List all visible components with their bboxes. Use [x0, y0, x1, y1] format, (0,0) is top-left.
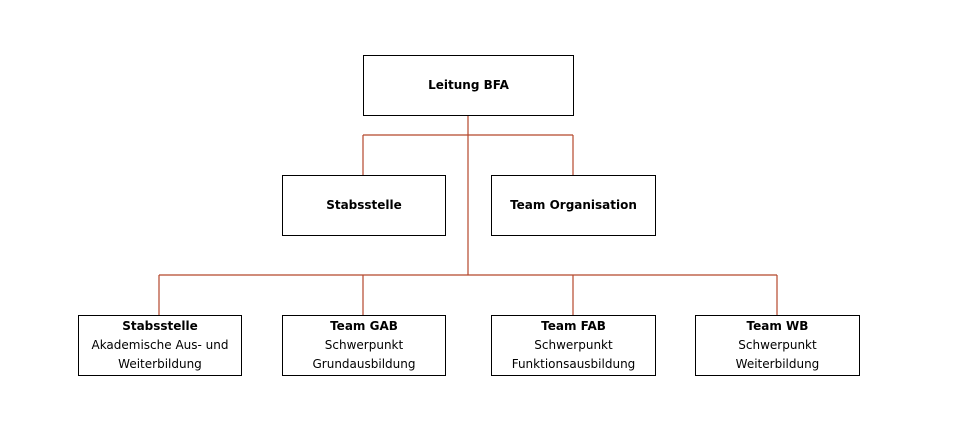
node-title: Leitung BFA — [428, 78, 509, 92]
node-leitung-bfa: Leitung BFA — [363, 55, 574, 116]
node-line: Akademische Aus- und — [91, 338, 229, 352]
node-title: Stabsstelle — [122, 319, 198, 333]
node-line: Funktionsausbildung — [511, 357, 636, 371]
node-line: Weiterbildung — [735, 357, 820, 371]
node-line: Weiterbildung — [118, 357, 202, 371]
node-stabsstelle-akademische: Stabsstelle Akademische Aus- und Weiterb… — [78, 315, 242, 376]
node-title: Team GAB — [330, 319, 398, 333]
node-line: Grundausbildung — [312, 357, 416, 371]
node-stabsstelle: Stabsstelle — [282, 175, 446, 236]
node-title: Team Organisation — [510, 198, 637, 212]
node-title: Team FAB — [541, 319, 606, 333]
node-team-organisation: Team Organisation — [491, 175, 656, 236]
node-team-fab: Team FAB Schwerpunkt Funktionsausbildung — [491, 315, 656, 376]
node-team-wb: Team WB Schwerpunkt Weiterbildung — [695, 315, 860, 376]
node-line: Schwerpunkt — [534, 338, 613, 352]
node-title: Stabsstelle — [326, 198, 402, 212]
node-title: Team WB — [746, 319, 809, 333]
node-line: Schwerpunkt — [324, 338, 404, 352]
node-team-gab: Team GAB Schwerpunkt Grundausbildung — [282, 315, 446, 376]
node-line: Schwerpunkt — [738, 338, 817, 352]
